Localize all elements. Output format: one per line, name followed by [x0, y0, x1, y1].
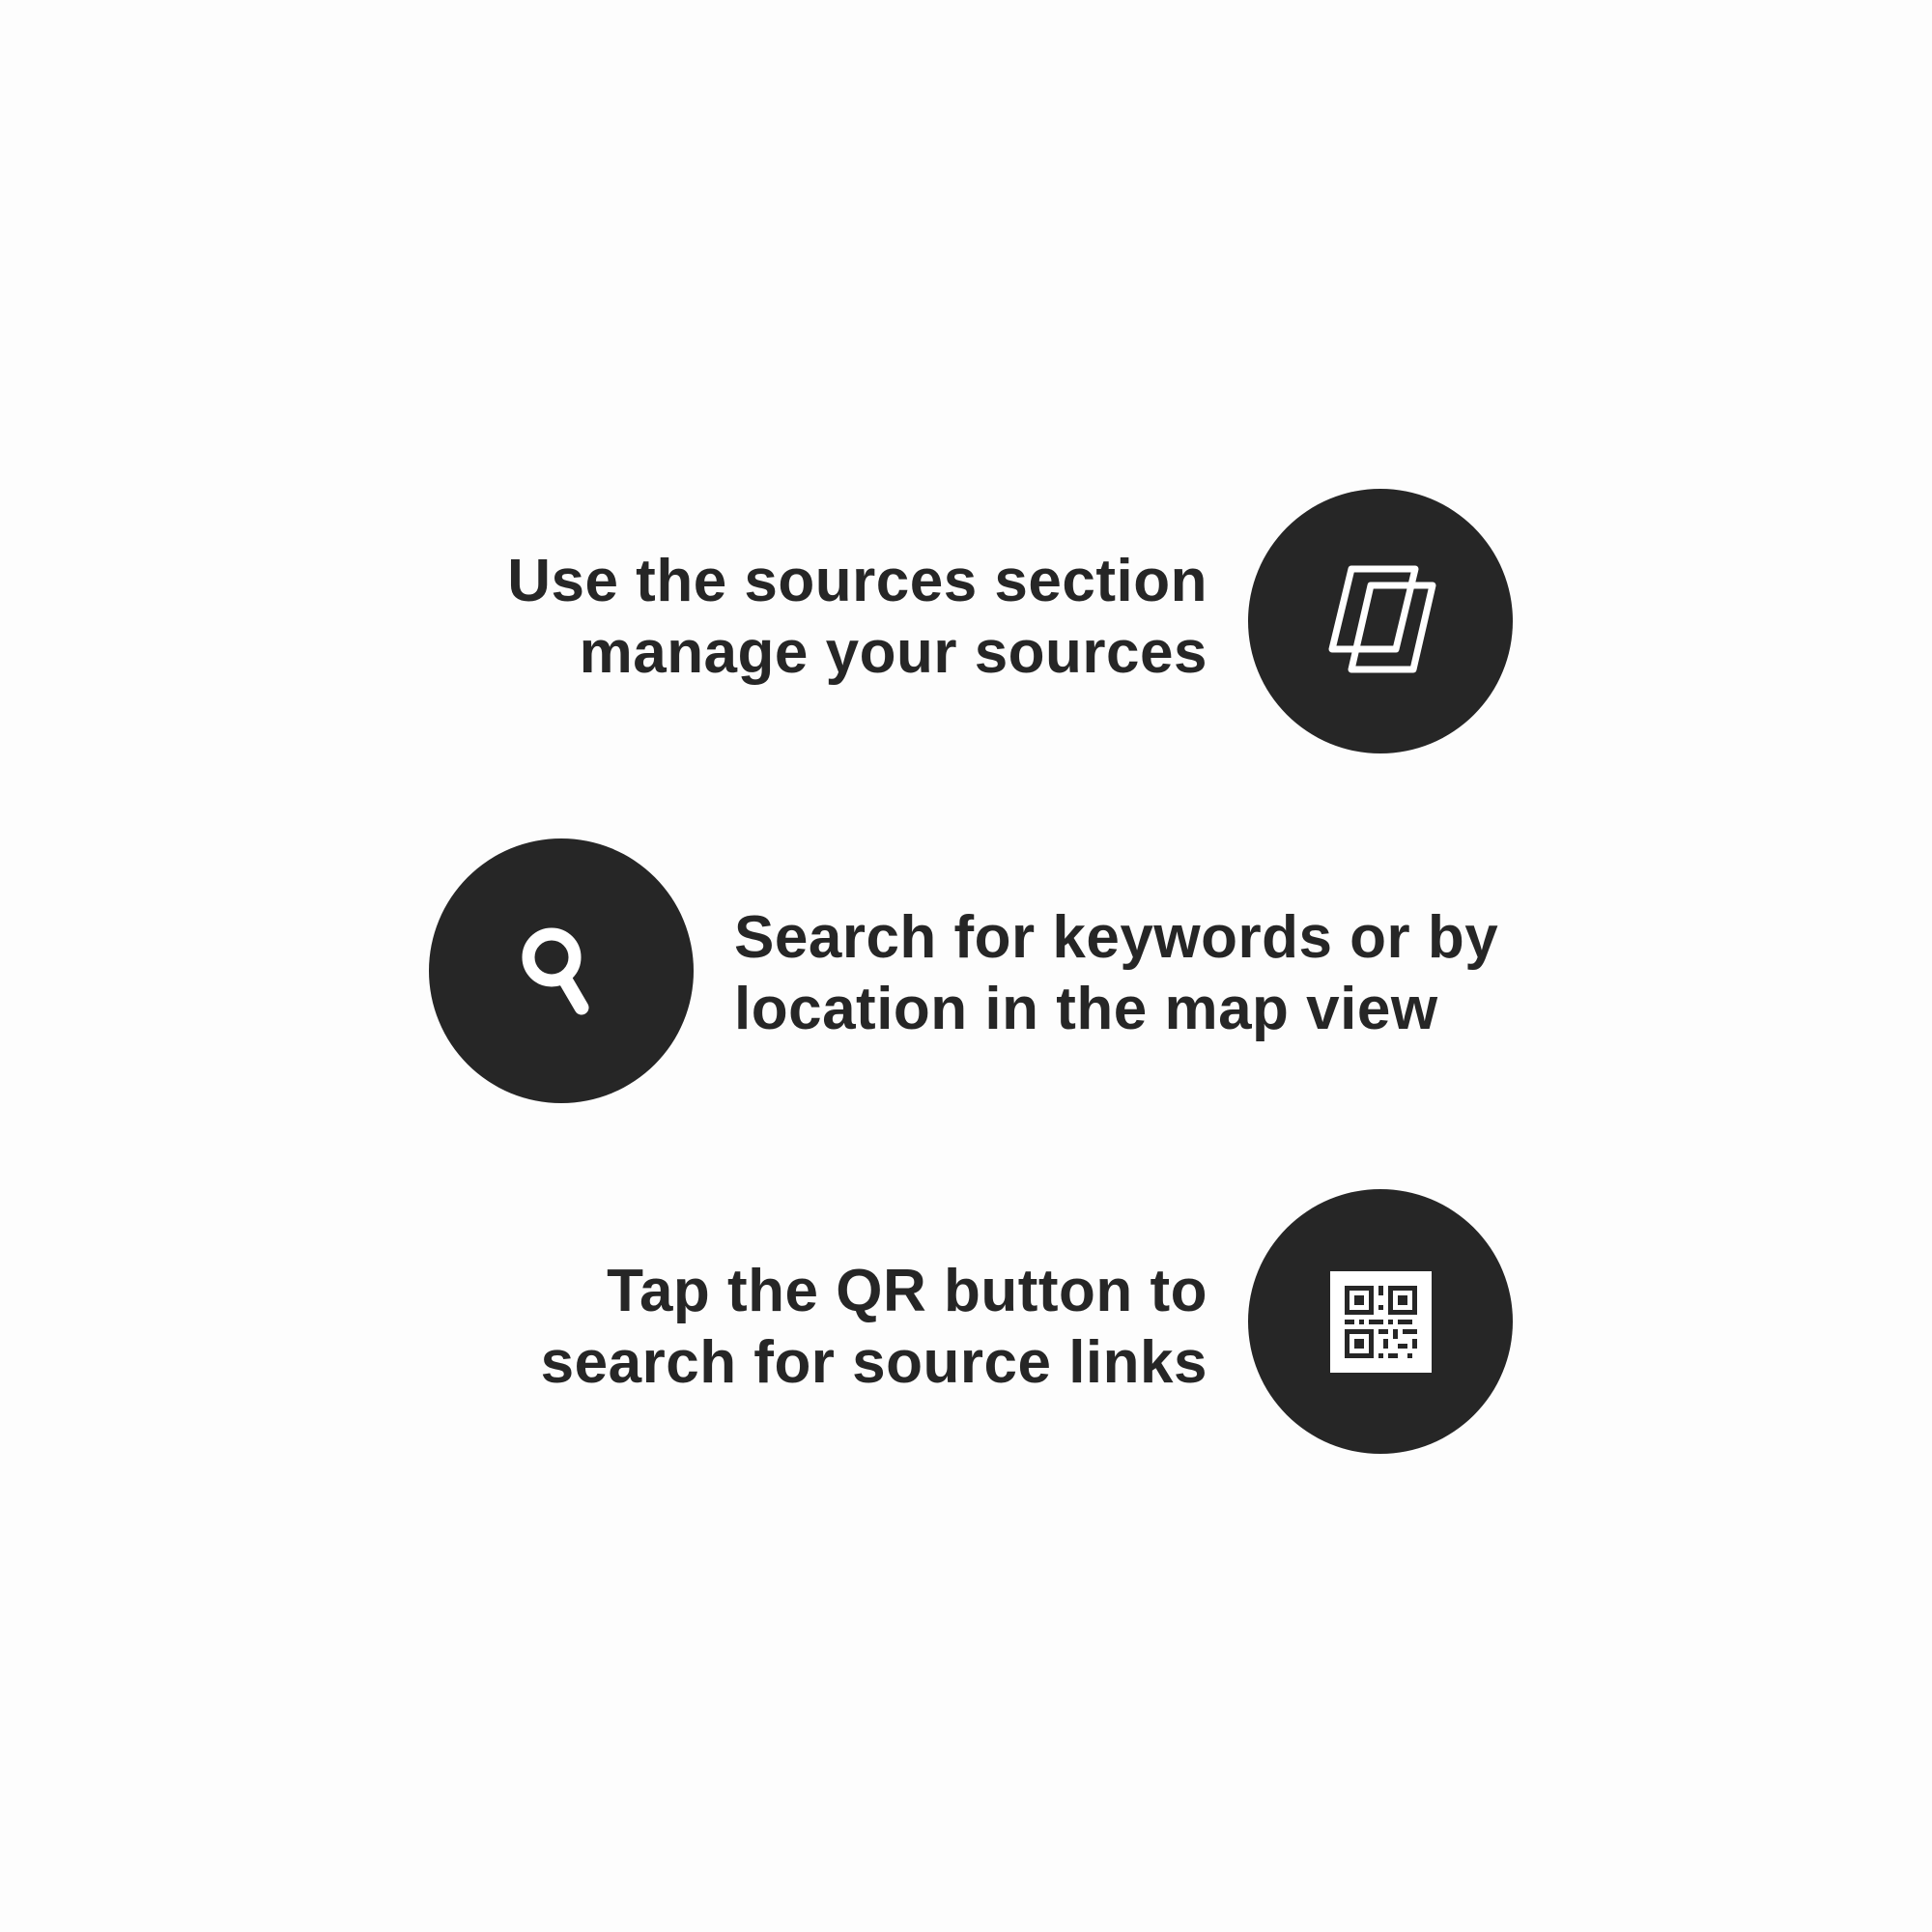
search-tip-text: Search for keywords or by location in th… [734, 902, 1662, 1045]
qr-button[interactable] [1248, 1189, 1513, 1454]
qr-tip-text: Tap the QR button to search for source l… [425, 1256, 1208, 1399]
sources-button[interactable] [1248, 489, 1513, 753]
search-tip-line-2: location in the map view [734, 976, 1438, 1042]
sources-tip-line-2: manage your sources [579, 619, 1208, 686]
qr-tip-line-1: Tap the QR button to [607, 1258, 1208, 1324]
sources-tip-text: Use the sources section manage your sour… [425, 546, 1208, 689]
search-icon [522, 927, 589, 1015]
sources-icon [1328, 565, 1436, 673]
sources-tip-line-1: Use the sources section [507, 548, 1208, 614]
qr-code-icon [1330, 1271, 1432, 1373]
qr-tip-line-2: search for source links [540, 1329, 1208, 1396]
search-button[interactable] [429, 838, 694, 1103]
search-tip-line-1: Search for keywords or by [734, 904, 1499, 971]
